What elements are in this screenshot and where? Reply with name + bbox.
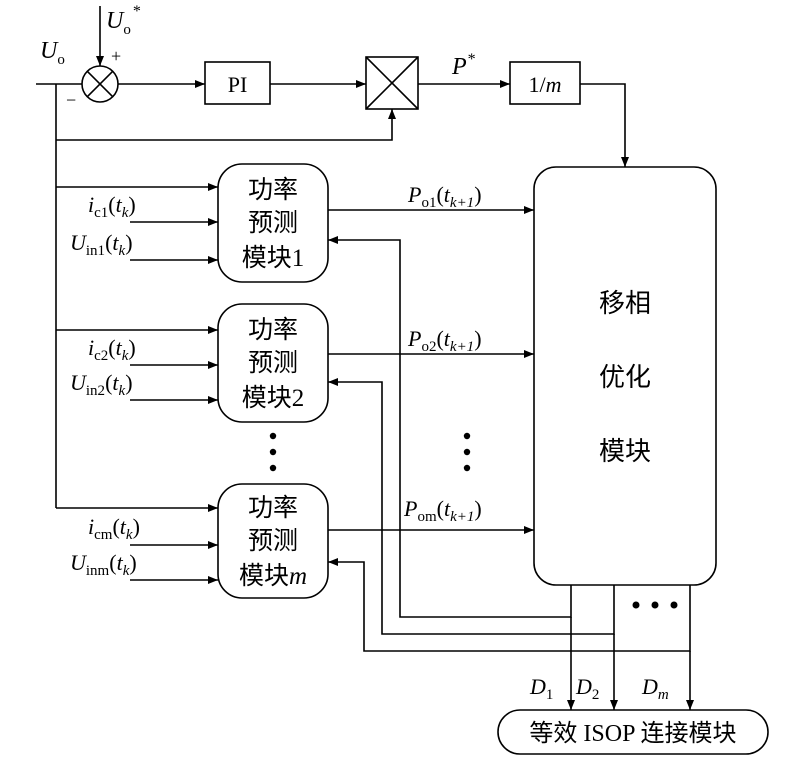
d-feedback-wires — [328, 236, 691, 652]
uo-label: Uo — [40, 38, 65, 68]
predictor-module-1: 功率 预测 模块1 ic1(tk) Uin1(tk) Po1(tk+1) — [56, 163, 534, 283]
svg-text:预测: 预测 — [248, 209, 298, 237]
predictor-module-m: 功率 预测 模块m icm(tk) Uinm(tk) Pom(tk+1) — [56, 483, 534, 599]
d2-label: D2 — [575, 674, 599, 703]
pi-label: PI — [228, 72, 248, 97]
ellipsis-middle — [463, 432, 471, 472]
uinm-label: Uinm(tk) — [70, 550, 137, 579]
svg-text:模块m: 模块m — [239, 562, 307, 590]
divider-label: 1/m — [528, 72, 561, 97]
svg-text:功率: 功率 — [248, 176, 298, 204]
ic2-label: ic2(tk) — [88, 335, 136, 364]
po2-label: Po2(tk+1) — [407, 326, 482, 355]
uin1-label: Uin1(tk) — [70, 230, 133, 259]
divider-block — [509, 61, 581, 105]
predictor-module-2: 功率 预测 模块2 ic2(tk) Uin2(tk) Po2(tk+1) — [56, 303, 534, 423]
svg-text:功率: 功率 — [248, 494, 298, 522]
p-ref-label: P* — [451, 51, 476, 80]
svg-text:模块2: 模块2 — [242, 384, 305, 412]
ic1-label: ic1(tk) — [88, 192, 136, 221]
divider-output-arrow — [580, 83, 629, 167]
dm-label: Dm — [641, 674, 669, 703]
svg-text:优化: 优化 — [599, 363, 651, 392]
minus-sign: − — [66, 90, 76, 110]
svg-text:预测: 预测 — [248, 527, 298, 555]
po1-label: Po1(tk+1) — [407, 182, 482, 211]
ellipsis-left — [269, 432, 277, 472]
summing-junction — [81, 65, 119, 103]
isop-label: 等效 ISOP 连接模块 — [529, 720, 736, 747]
pi-block — [204, 61, 271, 105]
d1-label: D1 — [529, 674, 553, 703]
isop-module: 等效 ISOP 连接模块 — [497, 709, 769, 755]
pom-label: Pom(tk+1) — [403, 496, 482, 525]
feedback-to-multiplier — [56, 109, 396, 141]
svg-text:预测: 预测 — [248, 349, 298, 377]
uo-ref-label: Uo* — [106, 3, 141, 38]
svg-text:移相: 移相 — [599, 289, 651, 318]
d-outputs: D1 D2 Dm — [529, 617, 694, 710]
svg-text:模块1: 模块1 — [242, 244, 305, 272]
icm-label: icm(tk) — [88, 514, 140, 543]
top-control-loop: Uo Uo* + − PI P* 1/m — [36, 3, 629, 508]
uin2-label: Uin2(tk) — [70, 370, 133, 399]
svg-text:功率: 功率 — [248, 316, 298, 344]
ellipsis-outputs — [632, 601, 678, 609]
phase-shift-optimizer: 移相 优化 模块 — [533, 166, 717, 586]
plus-sign: + — [111, 46, 121, 66]
svg-text:模块: 模块 — [599, 437, 651, 466]
multiplier-block — [365, 56, 419, 110]
